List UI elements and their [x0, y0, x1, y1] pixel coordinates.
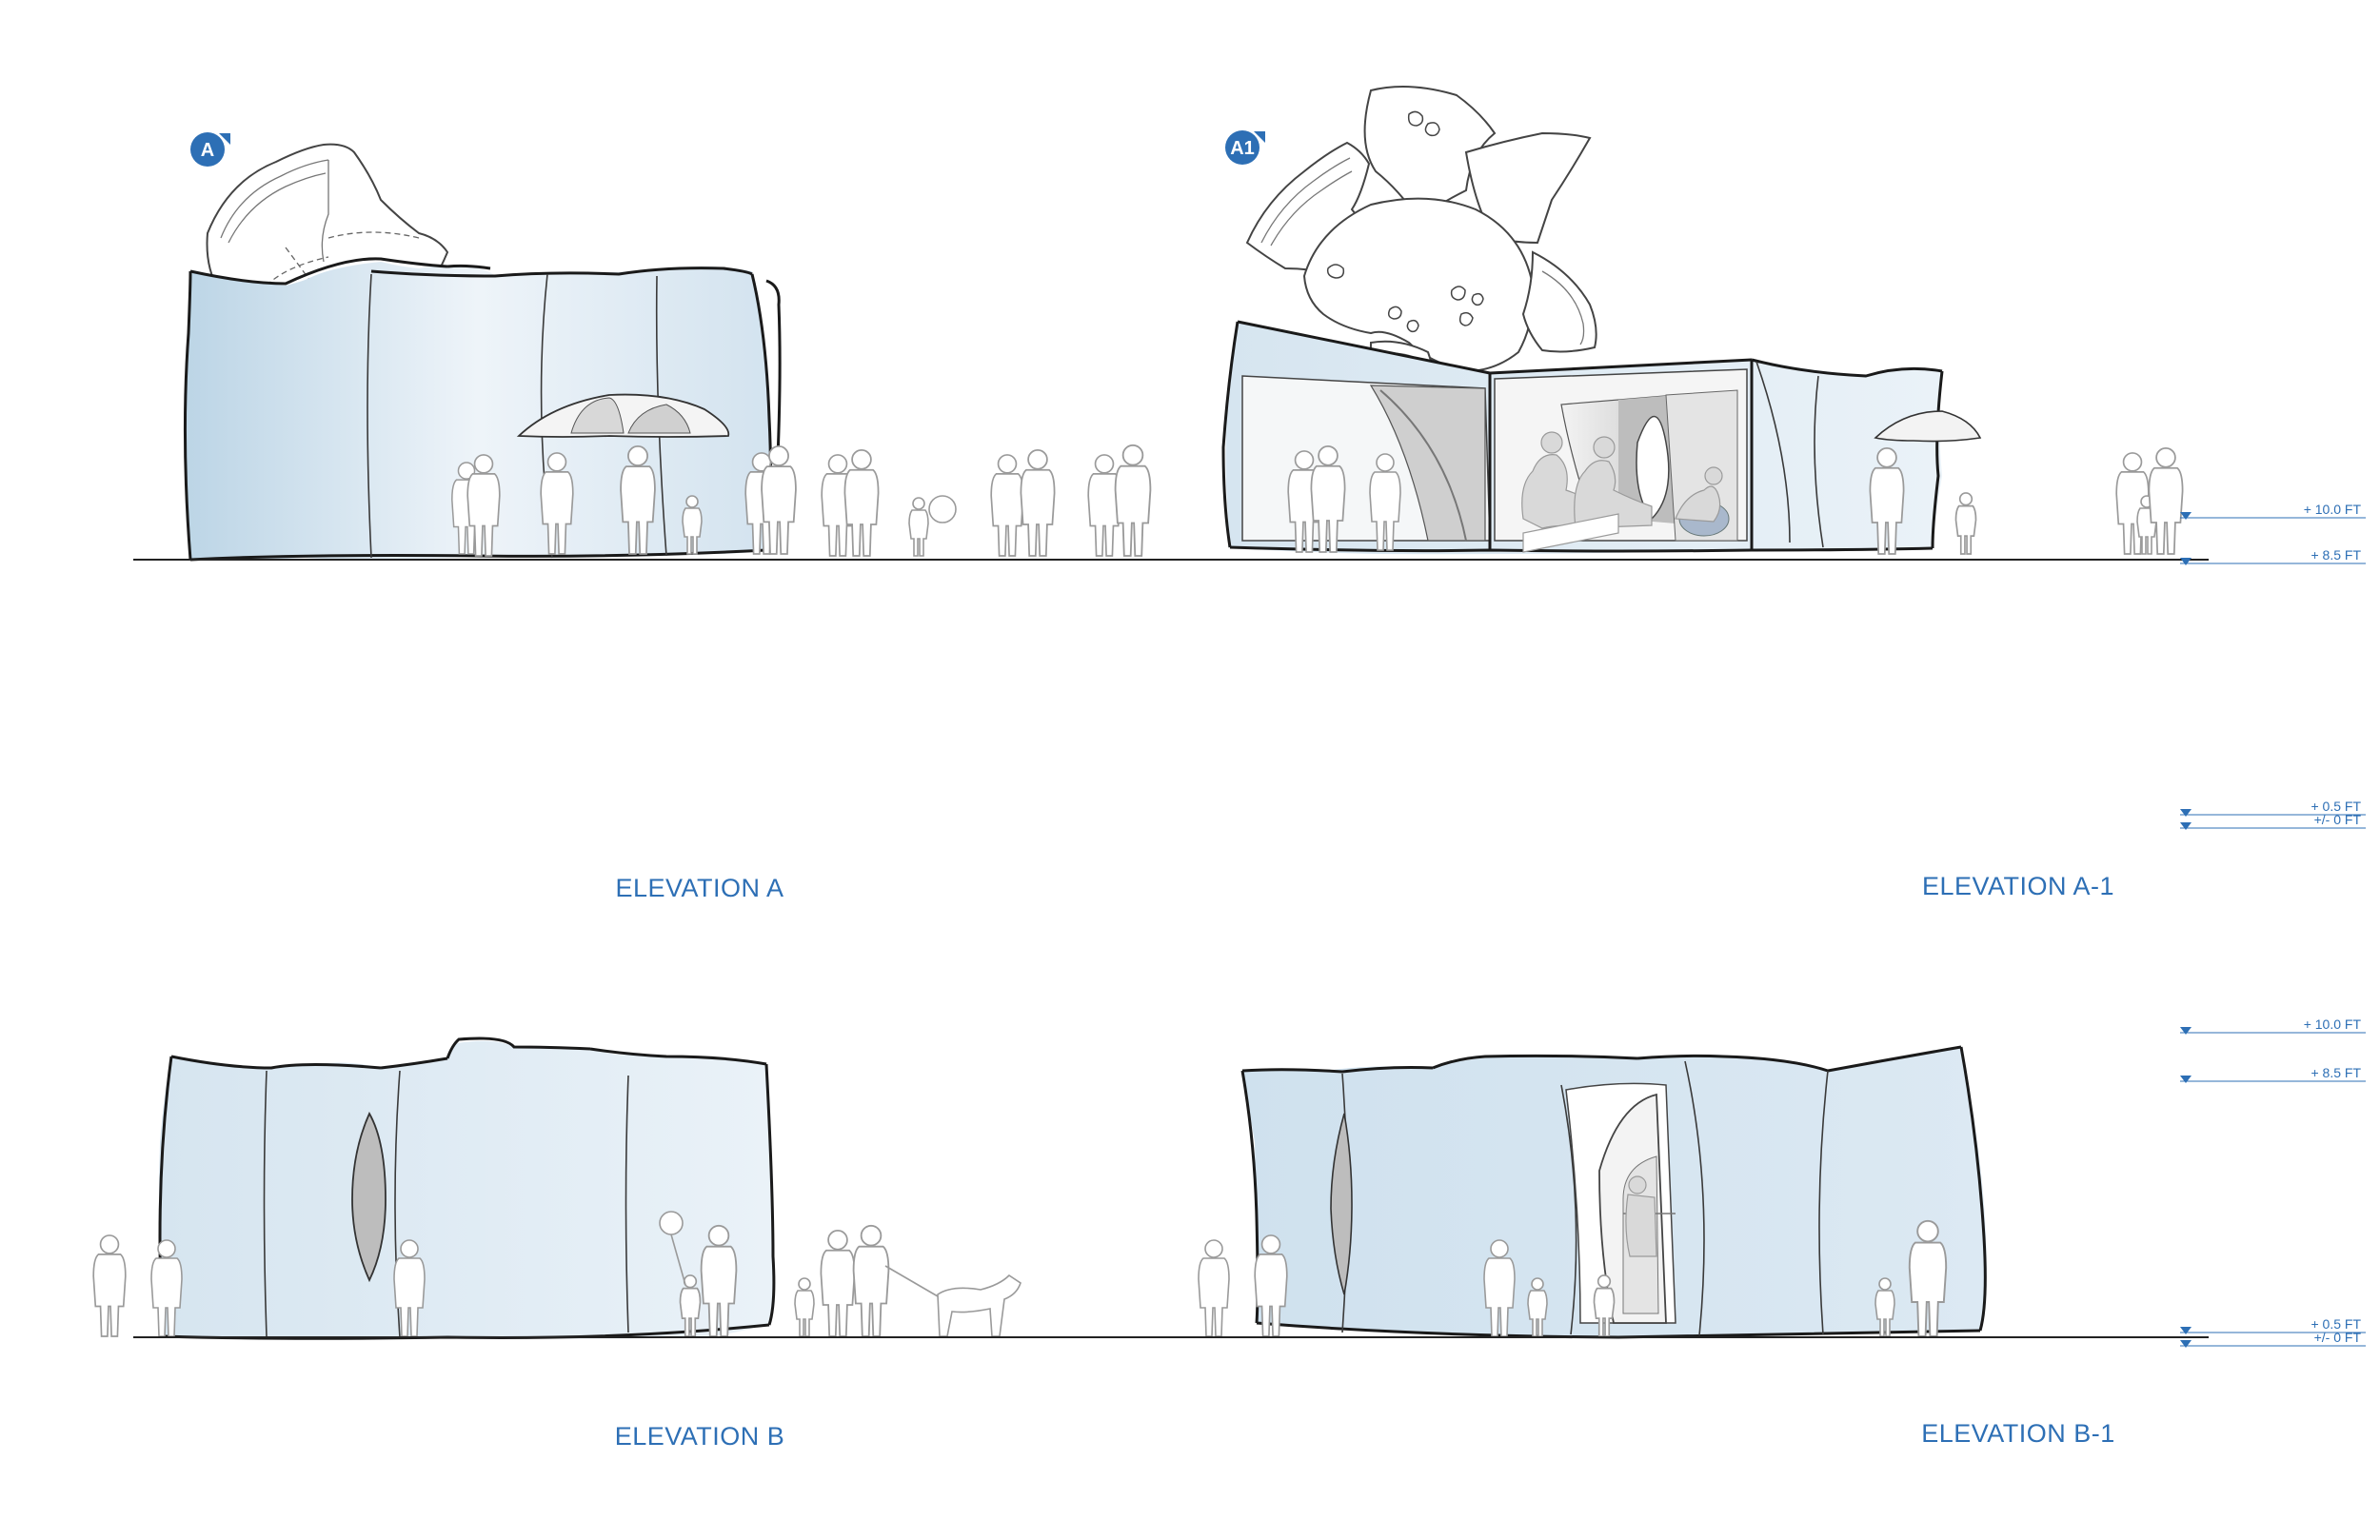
level-label-floor-b: + 0.5 FT [2311, 1316, 2361, 1332]
level-marker-top: + 10.0 FT [2180, 502, 2366, 520]
elevation-a [133, 257, 1161, 562]
elevation-a1 [1095, 320, 2209, 561]
level-marker-roof: + 8.5 FT [2180, 547, 2366, 565]
caption-elevation-b: ELEVATION B [615, 1422, 785, 1451]
caption-elevation-a: ELEVATION A [615, 874, 783, 902]
level-marker-floor: + 0.5 FT [2180, 799, 2366, 817]
elevation-b1 [1095, 1045, 2209, 1339]
seated-people-section-b1 [1625, 1175, 1657, 1257]
level-label-top: + 10.0 FT [2304, 502, 2362, 517]
level-label-floor: + 0.5 FT [2311, 799, 2361, 814]
level-label-top-b: + 10.0 FT [2304, 1017, 2362, 1032]
level-label-ground: +/- 0 FT [2314, 812, 2362, 827]
level-marker-ground-b: +/- 0 FT [2180, 1330, 2366, 1348]
level-markers-bottom: + 10.0 FT + 8.5 FT + 0.5 FT +/- 0 FT [2180, 1017, 2366, 1348]
level-marker-ground: +/- 0 FT [2180, 812, 2366, 830]
level-marker-floor-b: + 0.5 FT [2180, 1316, 2366, 1334]
level-label-ground-b: +/- 0 FT [2314, 1330, 2362, 1345]
caption-elevation-a1: ELEVATION A-1 [1922, 872, 2114, 900]
section-marker-a-label: A [201, 140, 214, 161]
level-label-roof: + 8.5 FT [2311, 547, 2361, 563]
level-label-roof-b: + 8.5 FT [2311, 1065, 2361, 1080]
section-marker-a[interactable]: A [190, 132, 230, 167]
level-markers-top: + 10.0 FT + 8.5 FT + 0.5 FT +/- 0 FT [2180, 502, 2366, 830]
level-marker-top-b: + 10.0 FT [2180, 1017, 2366, 1035]
people-silhouettes-elevation-a [451, 444, 1152, 557]
seated-people-interior [1521, 431, 1723, 553]
section-marker-a1[interactable]: A1 [1225, 130, 1265, 165]
section-marker-a1-label: A1 [1230, 138, 1255, 159]
caption-elevation-b1: ELEVATION B-1 [1921, 1419, 2115, 1448]
people-silhouettes-elevation-b [92, 1211, 1021, 1337]
level-marker-roof-b: + 8.5 FT [2180, 1065, 2366, 1083]
elevation-b [92, 1037, 1161, 1340]
